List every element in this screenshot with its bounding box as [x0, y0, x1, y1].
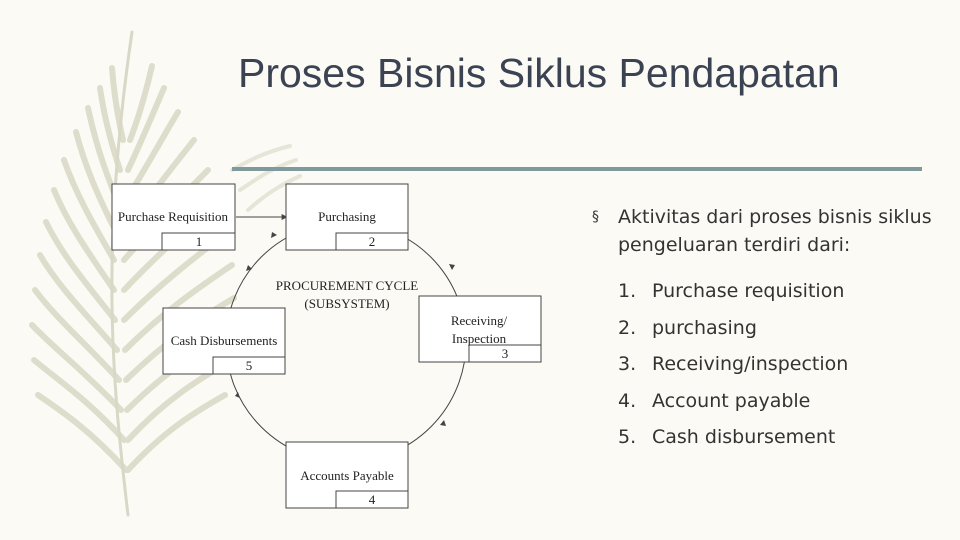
node-3-number: 3: [502, 346, 509, 361]
node-5-number: 5: [246, 358, 253, 373]
node-receiving-inspection: Receiving/ Inspection 3: [418, 295, 542, 363]
list-item: 4. Account payable: [618, 383, 932, 420]
activity-list: 1. Purchase requisition 2. purchasing 3. Re…: [618, 273, 932, 456]
node-purchasing: Purchasing 2: [285, 183, 409, 251]
activity-list-section: § Aktivitas dari proses bisnis siklus pe…: [592, 203, 932, 456]
node-cash-disbursements: Cash Disbursements 5: [162, 307, 286, 375]
list-item: 1. Purchase requisition: [618, 273, 932, 310]
node-purchase-requisition: Purchase Requisition 1: [111, 183, 236, 251]
bullet-intro: § Aktivitas dari proses bisnis siklus pe…: [592, 203, 932, 259]
center-label-line2: (SUBSYSTEM): [304, 296, 389, 311]
node-3-label-line1: Receiving/: [451, 313, 508, 328]
center-label-line1: PROCUREMENT CYCLE: [276, 278, 418, 293]
list-item-text: Cash disbursement: [652, 426, 836, 449]
list-item-text: Purchase requisition: [652, 280, 845, 302]
list-item-number: 2.: [618, 316, 637, 339]
node-2-label: Purchasing: [318, 209, 376, 224]
list-item-text: Receiving/inspection: [652, 353, 849, 376]
node-2-number: 2: [369, 234, 376, 249]
node-1-label: Purchase Requisition: [118, 209, 229, 224]
node-3-label-line2: Inspection: [452, 331, 507, 346]
list-item-number: 3.: [618, 353, 637, 376]
list-item: 3. Receiving/inspection: [618, 346, 932, 383]
node-5-label: Cash Disbursements: [171, 333, 278, 348]
title-divider: [232, 167, 922, 171]
node-1-number: 1: [196, 234, 203, 249]
node-4-label: Accounts Payable: [300, 468, 394, 483]
bullet-intro-text: Aktivitas dari proses bisnis siklus peng…: [618, 206, 932, 256]
list-item: 5. Cash disbursement: [618, 419, 932, 456]
cycle-arrows: [235, 232, 455, 426]
list-item-number: 5.: [618, 426, 637, 449]
list-item-number: 4.: [618, 389, 637, 412]
square-bullet-icon: §: [592, 209, 599, 225]
node-accounts-payable: Accounts Payable 4: [285, 441, 409, 509]
list-item: 2. purchasing: [618, 310, 932, 347]
list-item-text: purchasing: [652, 316, 757, 339]
list-item-number: 1.: [618, 280, 637, 302]
node-4-number: 4: [369, 492, 376, 507]
list-item-text: Account payable: [652, 389, 811, 412]
page-title: Proses Bisnis Siklus Pendapatan: [238, 50, 840, 96]
